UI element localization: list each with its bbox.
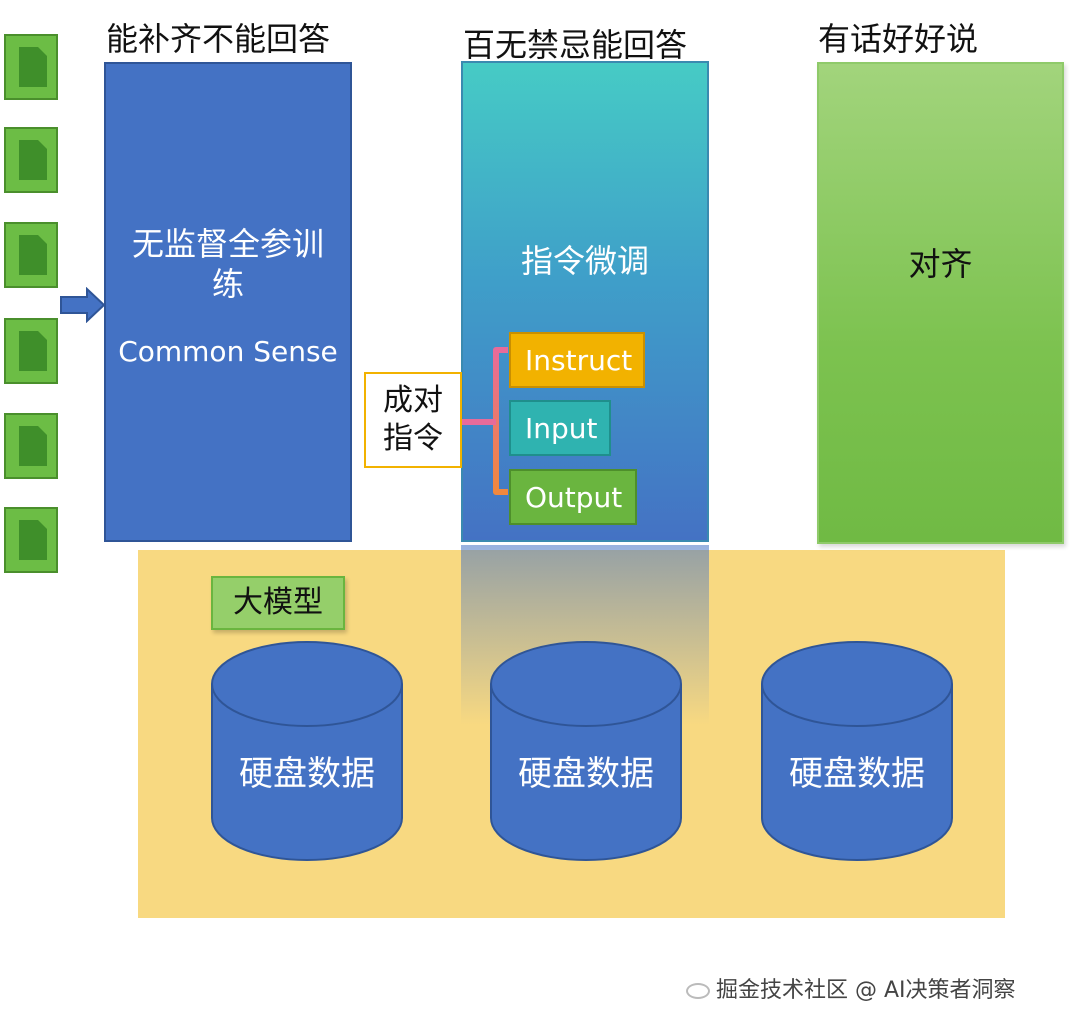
instruct-box: 指令微调 xyxy=(461,61,709,542)
instruct-label: 指令微调 xyxy=(520,242,649,280)
pair-instruction-box: 成对 指令 xyxy=(364,372,462,468)
align-box: 对齐 xyxy=(817,62,1064,544)
align-label: 对齐 xyxy=(908,245,973,283)
document-icon xyxy=(4,413,58,479)
database-cylinder-icon xyxy=(490,641,682,861)
watermark: 掘金技术社区 @ AI决策者洞察 xyxy=(686,972,1016,1004)
bracket-connector xyxy=(462,347,508,495)
disk-data-label-1: 硬盘数据 xyxy=(239,754,375,794)
pair-label-line2: 指令 xyxy=(383,421,443,456)
document-icon xyxy=(4,318,58,384)
pretrain-title: 能补齐不能回答 xyxy=(106,20,331,58)
document-icon xyxy=(4,222,58,288)
pretrain-box: 无监督全参训 练 Common Sense xyxy=(104,62,352,542)
document-icon xyxy=(4,127,58,193)
output-tag: Output xyxy=(509,469,637,525)
pretrain-label-line1: 无监督全参训 xyxy=(131,225,324,263)
input-tag: Input xyxy=(509,400,611,456)
database-cylinder-icon xyxy=(211,641,403,861)
disk-data-label-3: 硬盘数据 xyxy=(789,754,925,794)
watermark-text: 掘金技术社区 @ AI决策者洞察 xyxy=(716,978,1016,1003)
common-sense-label: Common Sense xyxy=(118,335,338,368)
database-cylinder-icon xyxy=(761,641,953,861)
disk-data-label-2: 硬盘数据 xyxy=(518,754,654,794)
instruct-title: 百无禁忌能回答 xyxy=(463,26,688,64)
watermark-logo-icon xyxy=(686,983,710,999)
arrow-right-icon xyxy=(60,287,106,323)
document-icon xyxy=(4,507,58,573)
pretrain-label-line2: 练 xyxy=(211,265,244,303)
align-title: 有话好好说 xyxy=(818,20,979,58)
document-icon xyxy=(4,34,58,100)
instruct-tag: Instruct xyxy=(509,332,645,388)
model-label: 大模型 xyxy=(211,576,345,630)
pair-label-line1: 成对 xyxy=(383,383,443,418)
